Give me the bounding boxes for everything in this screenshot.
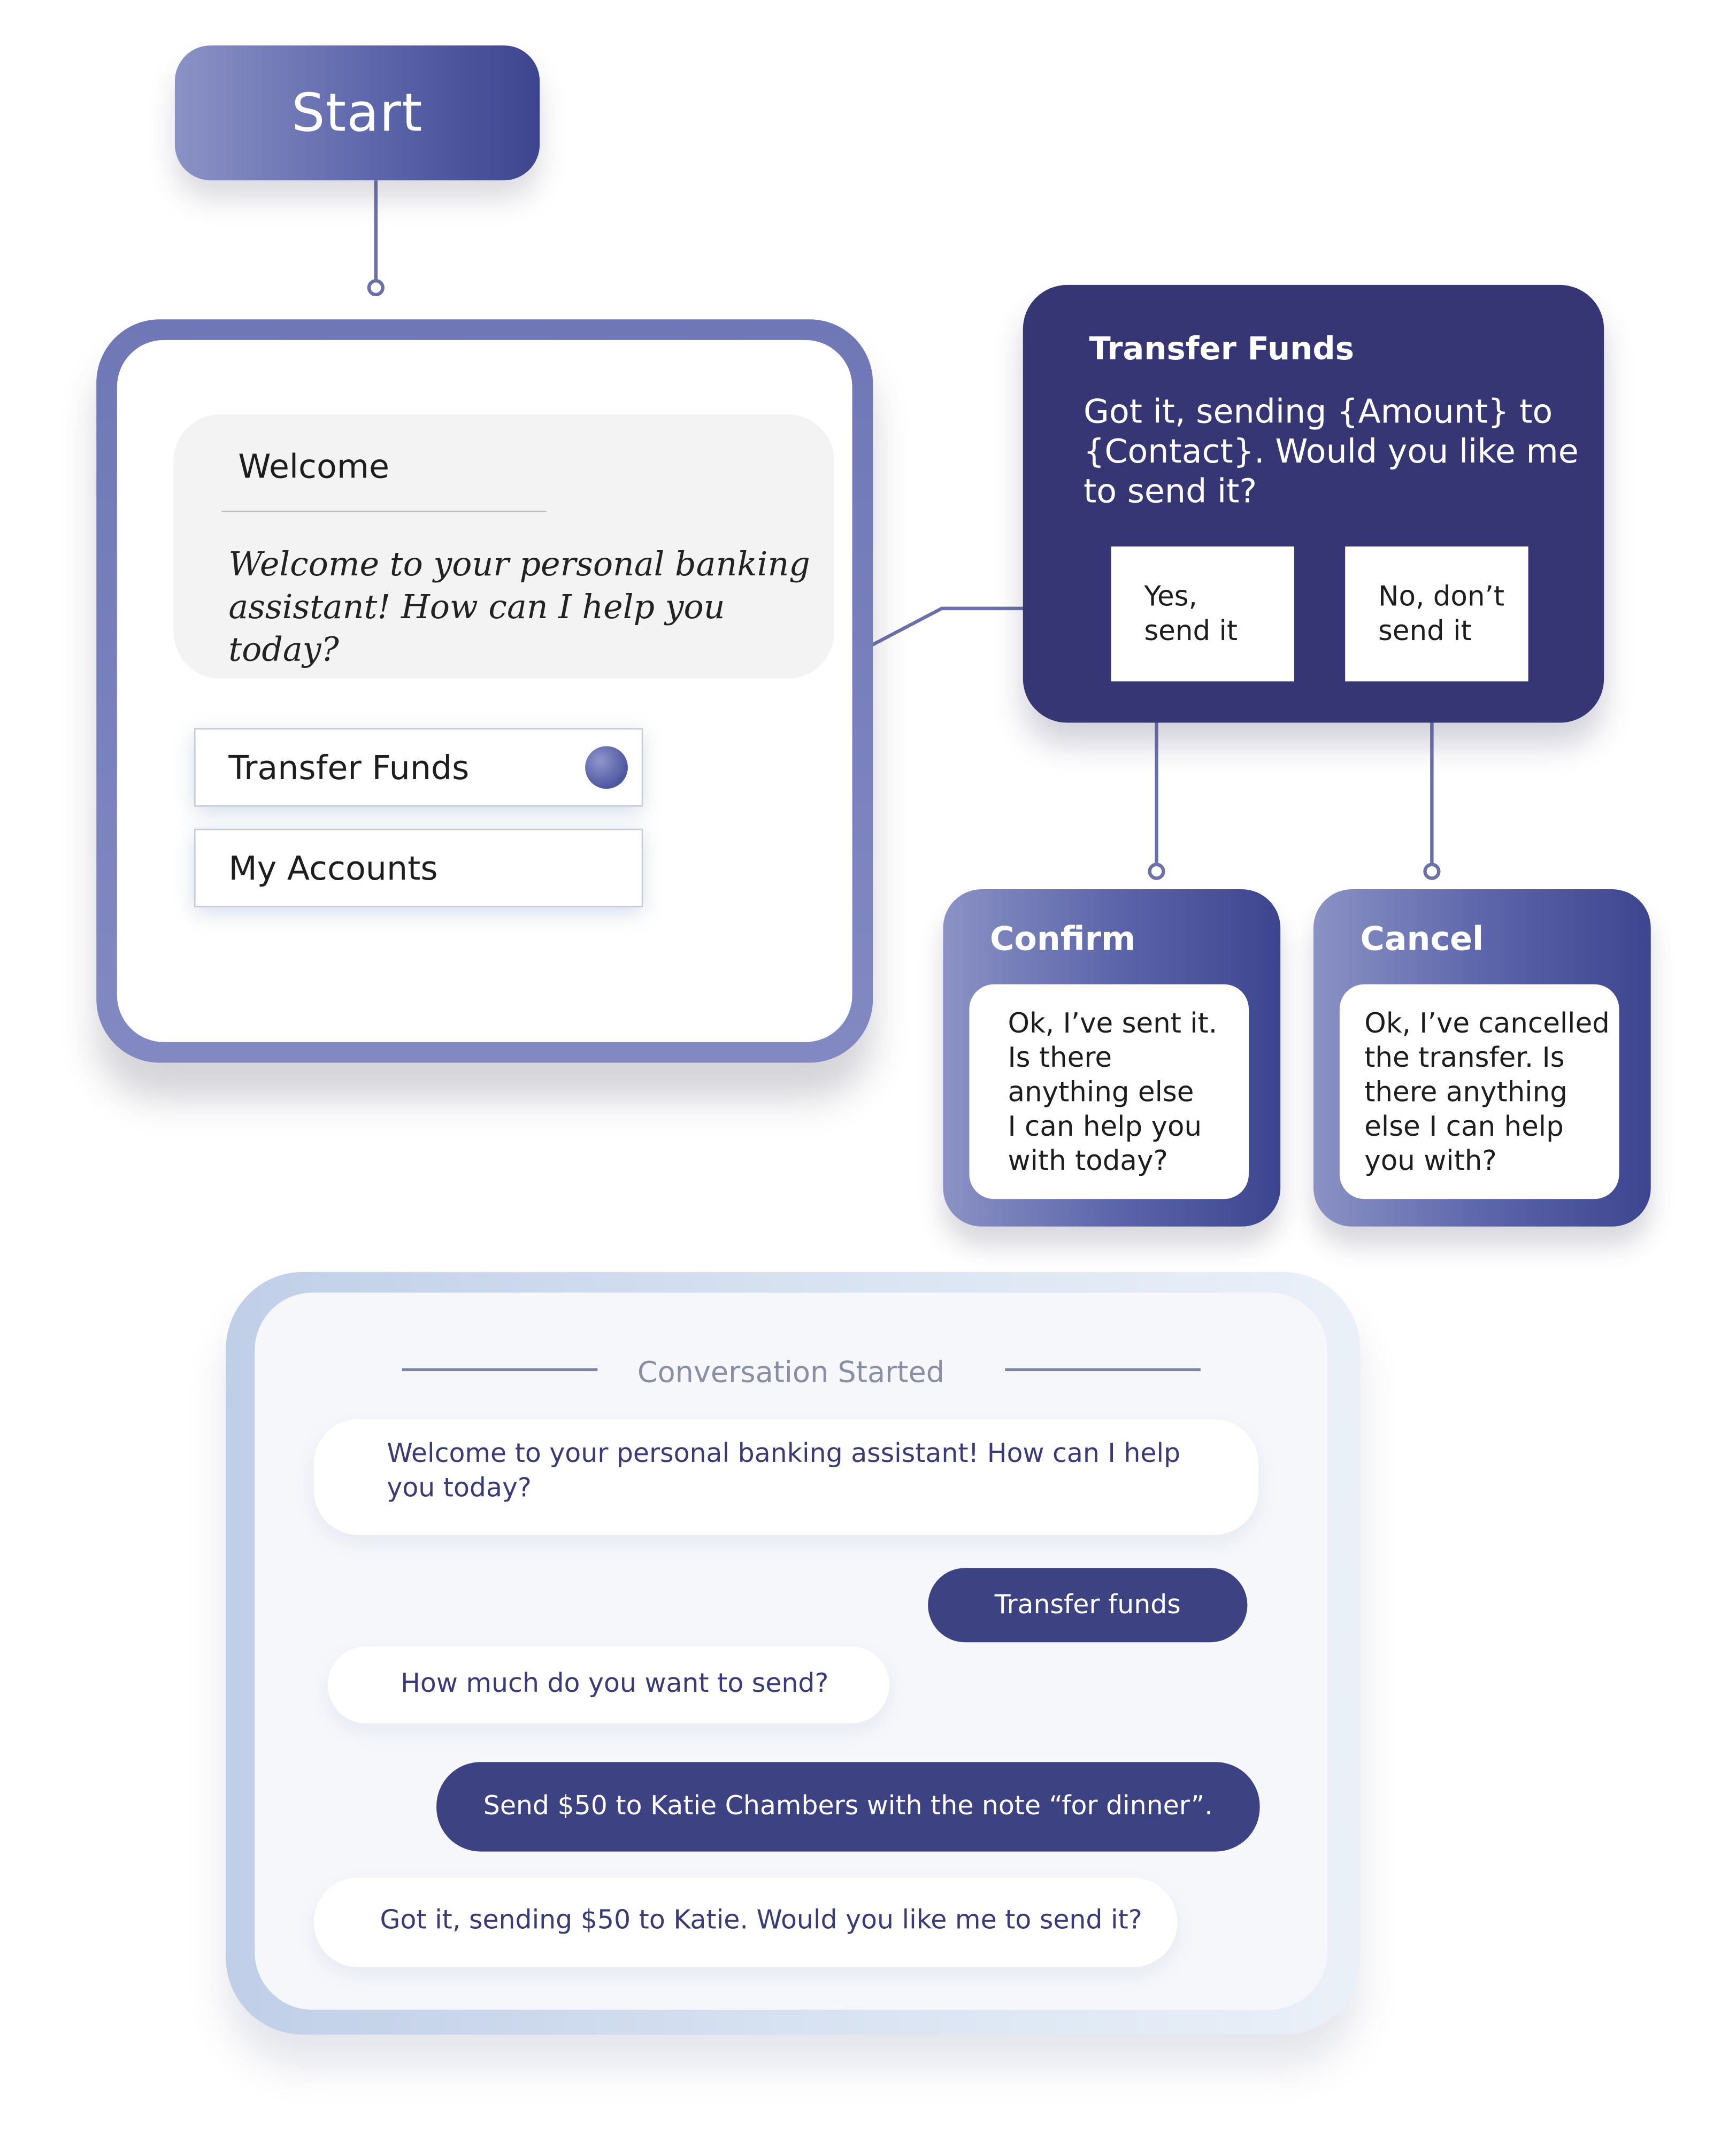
option-transfer-funds[interactable]: Transfer Funds [194, 728, 643, 807]
no-send-button[interactable]: No, don’t send it [1345, 546, 1528, 682]
cancel-line: you with? [1364, 1144, 1497, 1177]
option-transfer-funds-label: Transfer Funds [228, 748, 470, 787]
start-node[interactable]: Start [174, 45, 540, 181]
confirm-node: Confirm Ok, I’ve sent it. Is there anyth… [943, 889, 1281, 1227]
welcome-title: Welcome [238, 447, 389, 486]
no-connector-end [1423, 863, 1441, 880]
confirm-line: I can help you [1008, 1109, 1202, 1143]
transfer-funds-message: Got it, sending {Amount} to {Contact}. W… [1084, 392, 1579, 511]
cancel-line: else I can help [1364, 1109, 1564, 1143]
conversation-preview: Conversation Started Welcome to your per… [226, 1272, 1361, 2035]
welcome-message-bubble: Welcome Welcome to your personal banking… [173, 414, 835, 679]
cancel-title: Cancel [1360, 919, 1484, 958]
yes-send-line-2: send it [1144, 614, 1238, 647]
header-rule-left [402, 1368, 598, 1372]
option-my-accounts-label: My Accounts [228, 849, 438, 888]
user-message-bubble: Send $50 to Katie Chambers with the note… [436, 1762, 1260, 1852]
header-rule-right [1005, 1368, 1201, 1372]
conversation-panel: Conversation Started Welcome to your per… [255, 1292, 1327, 2010]
welcome-divider [221, 511, 547, 512]
user-message-bubble: Transfer funds [928, 1568, 1248, 1643]
bot-message-bubble: How much do you want to send? [327, 1646, 890, 1724]
confirm-line: anything else [1008, 1075, 1194, 1108]
yes-send-line-1: Yes, [1144, 579, 1197, 613]
transfer-funds-node: Transfer Funds Got it, sending {Amount} … [1023, 284, 1604, 723]
confirm-title: Confirm [989, 919, 1136, 958]
cancel-line: there anything [1364, 1075, 1568, 1108]
cancel-line: Ok, I’ve cancelled [1364, 1006, 1610, 1040]
bot-message-bubble: Welcome to your personal banking assista… [313, 1419, 1259, 1535]
yes-send-button[interactable]: Yes, send it [1111, 546, 1294, 682]
no-send-line-1: No, don’t [1378, 579, 1505, 613]
confirm-line: Is there [1008, 1041, 1112, 1074]
transfer-funds-title: Transfer Funds [1089, 332, 1354, 368]
connector-handle-icon[interactable] [585, 746, 628, 789]
option-my-accounts[interactable]: My Accounts [194, 828, 643, 907]
no-send-line-2: send it [1378, 614, 1472, 647]
yes-connector-end [1148, 863, 1165, 880]
welcome-node-body: Welcome Welcome to your personal banking… [117, 340, 852, 1042]
bot-message-bubble: Got it, sending $50 to Katie. Would you … [313, 1877, 1178, 1967]
welcome-message: Welcome to your personal banking assista… [228, 545, 810, 669]
confirm-line: Ok, I’ve sent it. [1008, 1006, 1218, 1040]
conversation-header: Conversation Started [637, 1356, 945, 1389]
start-label: Start [291, 82, 423, 143]
cancel-line: the transfer. Is [1364, 1041, 1565, 1074]
confirm-line: with today? [1008, 1144, 1168, 1177]
cancel-node: Cancel Ok, I’ve cancelled the transfer. … [1313, 889, 1651, 1227]
confirm-message: Ok, I’ve sent it. Is there anything else… [969, 984, 1249, 1199]
welcome-node: Welcome Welcome to your personal banking… [96, 319, 873, 1063]
cancel-message: Ok, I’ve cancelled the transfer. Is ther… [1339, 984, 1619, 1199]
start-connector-end [367, 279, 385, 297]
